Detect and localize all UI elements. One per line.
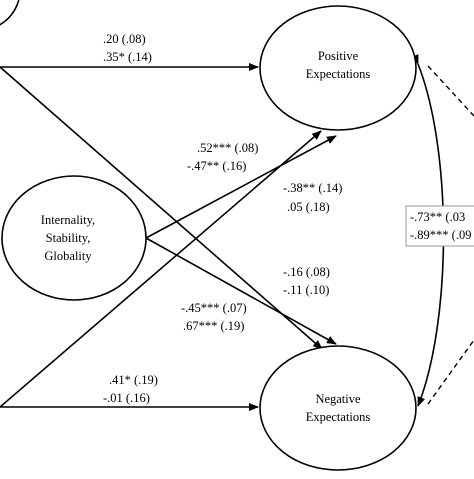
coef-covariance-a: -.73** (.03 <box>410 210 465 224</box>
attribution-label-1: Internality, <box>41 213 95 227</box>
coef-covariance-b: -.89*** (.09 <box>410 228 471 242</box>
top-left-node-partial <box>0 0 20 26</box>
coef-bottom-to-positive-a: .52*** (.08) <box>197 141 258 155</box>
path-bottom-to-positive <box>0 130 322 408</box>
coef-attribution-to-positive-b: .05 (.18) <box>287 200 330 214</box>
path-top-to-negative <box>0 66 323 350</box>
attribution-node <box>1 175 147 301</box>
attribution-label-3: Globality <box>44 249 92 263</box>
negative-expectations-label-1: Negative <box>315 392 361 406</box>
positive-expectations-label-1: Positive <box>318 49 359 63</box>
coef-bottom-to-negative-b: -.01 (.16) <box>103 391 150 405</box>
coef-attribution-to-positive-a: -.38** (.14) <box>283 181 342 195</box>
positive-expectations-node <box>259 5 417 131</box>
path-attribution-to-positive <box>145 135 337 239</box>
attribution-label-2: Stability, <box>46 231 91 245</box>
coef-top-to-positive-b: .35* (.14) <box>103 50 152 64</box>
covariance-label-box <box>405 205 474 247</box>
coef-bottom-to-positive-b: -.47** (.16) <box>187 159 246 173</box>
coef-top-to-negative-b: -.11 (.10) <box>283 283 329 297</box>
negative-expectations-node <box>259 345 417 471</box>
positive-expectations-label-2: Expectations <box>306 67 371 81</box>
path-attribution-to-negative <box>145 237 337 345</box>
coef-top-to-positive-a: .20 (.08) <box>103 32 146 46</box>
negative-expectations-label-2: Expectations <box>306 410 371 424</box>
coef-attribution-to-negative-a: -.45*** (.07) <box>181 301 247 315</box>
coef-bottom-to-negative-a: .41* (.19) <box>109 373 158 387</box>
dashed-path-bottom-right <box>427 339 474 405</box>
dashed-path-top-right <box>427 65 474 117</box>
coef-attribution-to-negative-b: .67*** (.19) <box>183 319 244 333</box>
coef-top-to-negative-a: -.16 (.08) <box>283 265 330 279</box>
